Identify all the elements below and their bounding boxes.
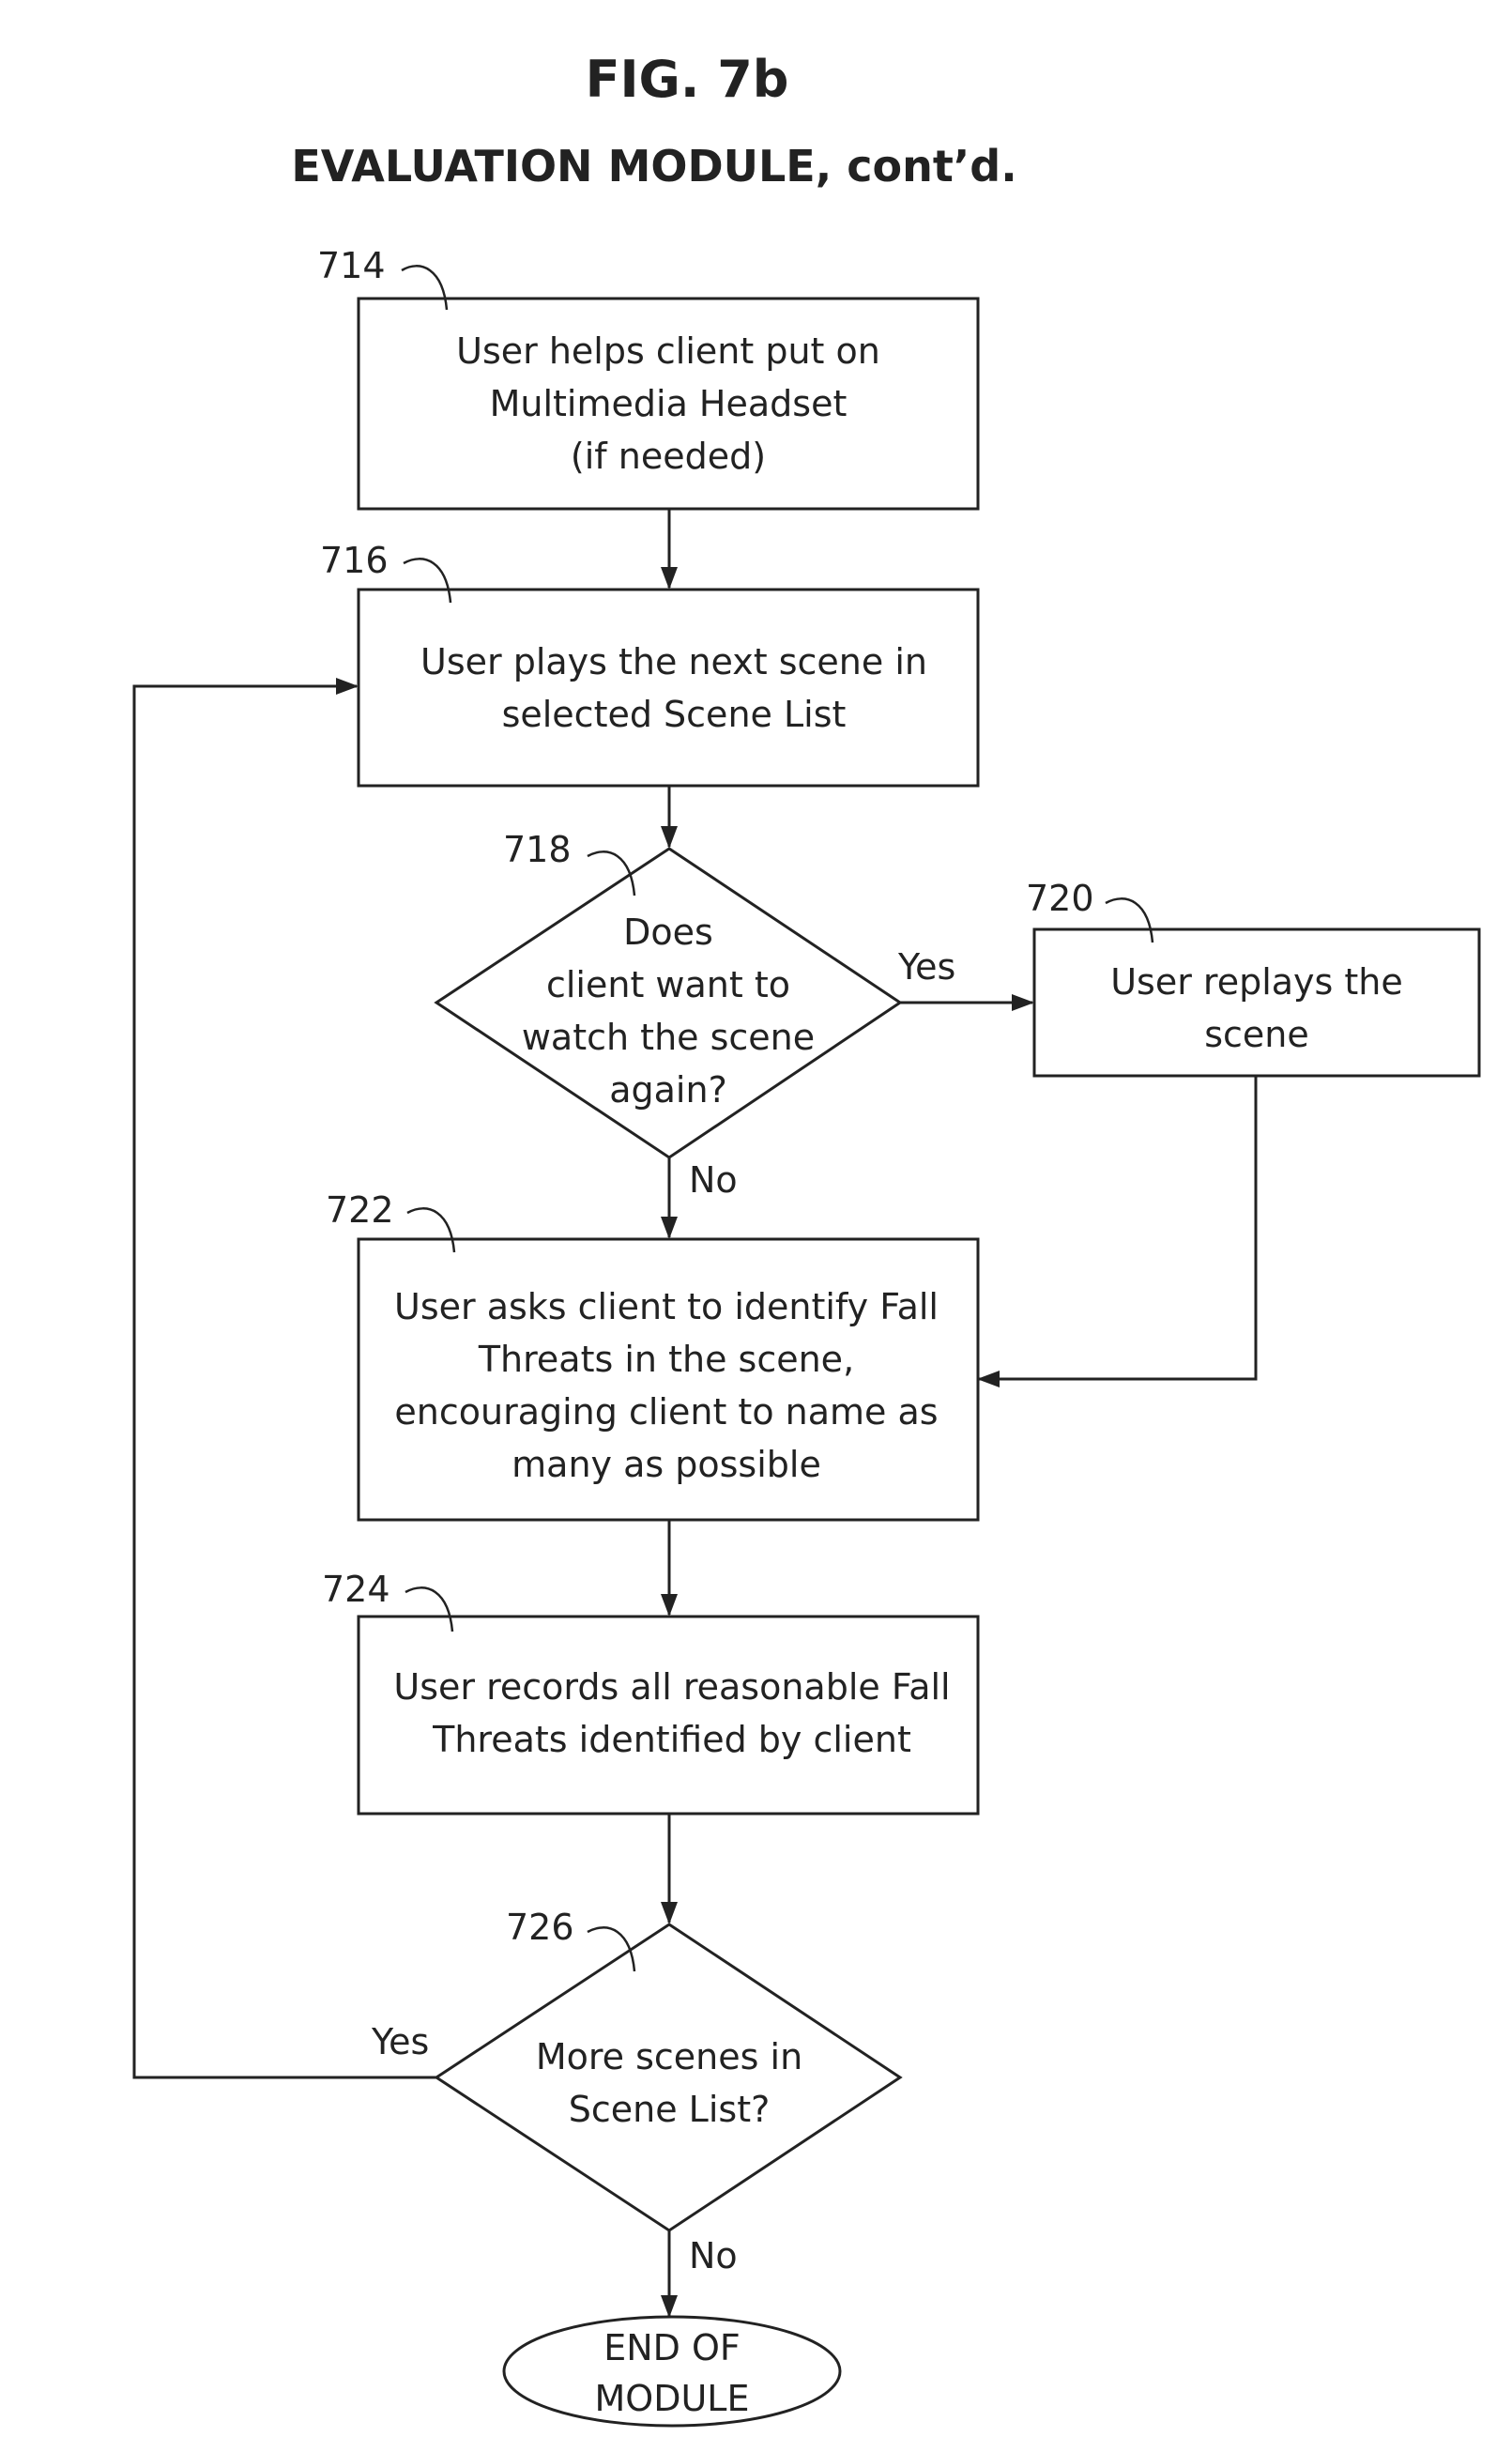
- ref-724: 724: [322, 1569, 390, 1610]
- step-716-line-1: User plays the next scene in: [420, 641, 927, 682]
- ref-720: 720: [1026, 878, 1094, 919]
- step-716-box: [359, 590, 978, 786]
- decision-726: More scenes in Scene List?: [436, 1924, 900, 2230]
- decision-718: Does client want to watch the scene agai…: [436, 849, 900, 1157]
- decision-726-line-2: Scene List?: [569, 2089, 771, 2130]
- step-722-line-1: User asks client to identify Fall: [394, 1286, 939, 1327]
- step-722: User asks client to identify Fall Threat…: [359, 1239, 978, 1520]
- decision-718-line-3: watch the scene: [522, 1017, 815, 1058]
- end-terminal-line-2: MODULE: [595, 2378, 750, 2419]
- step-714-line-2: Multimedia Headset: [490, 383, 848, 424]
- decision-718-line-4: again?: [609, 1069, 727, 1111]
- edge-label-718-no: No: [689, 1159, 738, 1201]
- step-722-line-4: many as possible: [512, 1444, 821, 1485]
- step-724-line-2: Threats identified by client: [432, 1719, 911, 1760]
- decision-726-line-1: More scenes in: [536, 2036, 802, 2077]
- decision-718-line-1: Does: [623, 912, 713, 953]
- step-724-line-1: User records all reasonable Fall: [393, 1666, 950, 1708]
- decision-726-diamond: [436, 1924, 900, 2230]
- step-722-line-2: Threats in the scene,: [478, 1339, 854, 1380]
- edge-label-726-yes: Yes: [371, 2021, 429, 2062]
- ref-718: 718: [503, 829, 572, 870]
- step-722-line-3: encouraging client to name as: [394, 1391, 938, 1433]
- figure-title: FIG. 7b: [586, 50, 789, 109]
- step-724-box: [359, 1617, 978, 1814]
- step-720-line-2: scene: [1204, 1014, 1309, 1055]
- edge-label-726-no: No: [689, 2235, 738, 2276]
- figure-subtitle: EVALUATION MODULE, cont’d.: [291, 141, 1016, 192]
- edge-label-718-yes: Yes: [897, 946, 955, 988]
- end-terminal-line-1: END OF: [603, 2327, 741, 2368]
- ref-714: 714: [317, 245, 386, 286]
- ref-726: 726: [506, 1907, 574, 1948]
- step-720-line-1: User replays the: [1110, 961, 1403, 1003]
- step-724: User records all reasonable Fall Threats…: [359, 1617, 978, 1814]
- step-716-line-2: selected Scene List: [502, 694, 847, 735]
- step-714-line-3: (if needed): [571, 436, 766, 477]
- step-714: User helps client put on Multimedia Head…: [359, 299, 978, 509]
- step-714-line-1: User helps client put on: [456, 330, 880, 372]
- decision-718-line-2: client want to: [546, 964, 790, 1005]
- arrow-720-to-722: [979, 1077, 1256, 1379]
- end-terminal: END OF MODULE: [504, 2317, 840, 2426]
- ref-716: 716: [320, 540, 389, 581]
- step-716: User plays the next scene in selected Sc…: [359, 590, 978, 786]
- step-720: User replays the scene: [1034, 929, 1479, 1076]
- ref-722: 722: [326, 1189, 394, 1231]
